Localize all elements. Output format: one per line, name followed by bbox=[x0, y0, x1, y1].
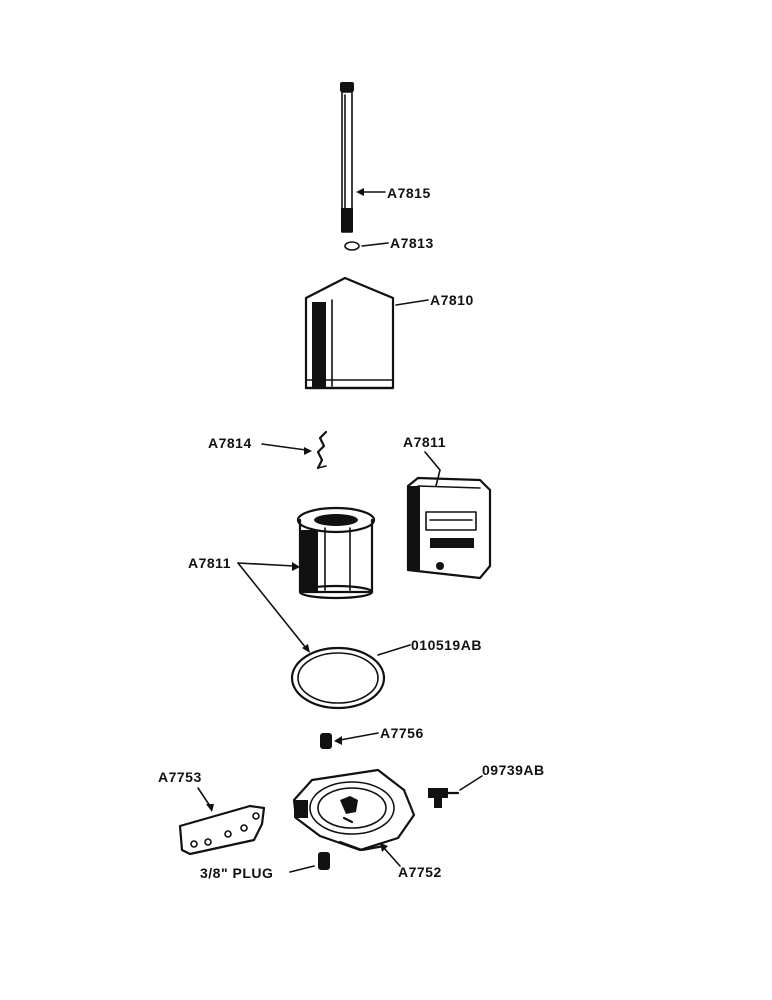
small-plug-leader bbox=[334, 732, 379, 745]
plate-label: A7753 bbox=[158, 769, 202, 785]
plate-part bbox=[178, 804, 266, 856]
spring-part bbox=[316, 430, 328, 470]
filter-element-part bbox=[296, 506, 376, 600]
gasket-leader bbox=[377, 644, 411, 656]
base-label: A7752 bbox=[398, 864, 442, 880]
cover-leader bbox=[395, 299, 429, 306]
drain-plug-part bbox=[318, 852, 330, 870]
plate-leader bbox=[197, 787, 214, 812]
small-plug-label: A7756 bbox=[380, 725, 424, 741]
fitting-leader bbox=[459, 775, 483, 791]
gasket-label: 010519AB bbox=[411, 637, 482, 653]
kit-box-leader bbox=[424, 451, 441, 487]
filter-element-leaders bbox=[237, 562, 310, 653]
washer-leader bbox=[361, 242, 389, 247]
spring-label: A7814 bbox=[208, 435, 252, 451]
fitting-part bbox=[428, 788, 460, 808]
cover-part bbox=[304, 276, 395, 390]
filter-element-label: A7811 bbox=[188, 555, 231, 571]
bolt-leader bbox=[356, 188, 386, 196]
fitting-label: 09739AB bbox=[482, 762, 545, 778]
base-leader bbox=[380, 843, 401, 867]
kit-box-part bbox=[406, 476, 492, 580]
small-plug-part bbox=[320, 733, 332, 749]
bolt-part bbox=[340, 82, 354, 233]
gasket-part bbox=[290, 646, 386, 710]
cover-label: A7810 bbox=[430, 292, 474, 308]
spring-leader bbox=[261, 443, 312, 455]
drain-plug-label: 3/8" PLUG bbox=[200, 865, 273, 881]
washer-part bbox=[344, 241, 360, 251]
washer-label: A7813 bbox=[390, 235, 434, 251]
base-part bbox=[292, 768, 416, 852]
kit-box-label: A7811 bbox=[403, 434, 446, 450]
bolt-label: A7815 bbox=[387, 185, 431, 201]
drain-plug-leader bbox=[289, 865, 315, 873]
